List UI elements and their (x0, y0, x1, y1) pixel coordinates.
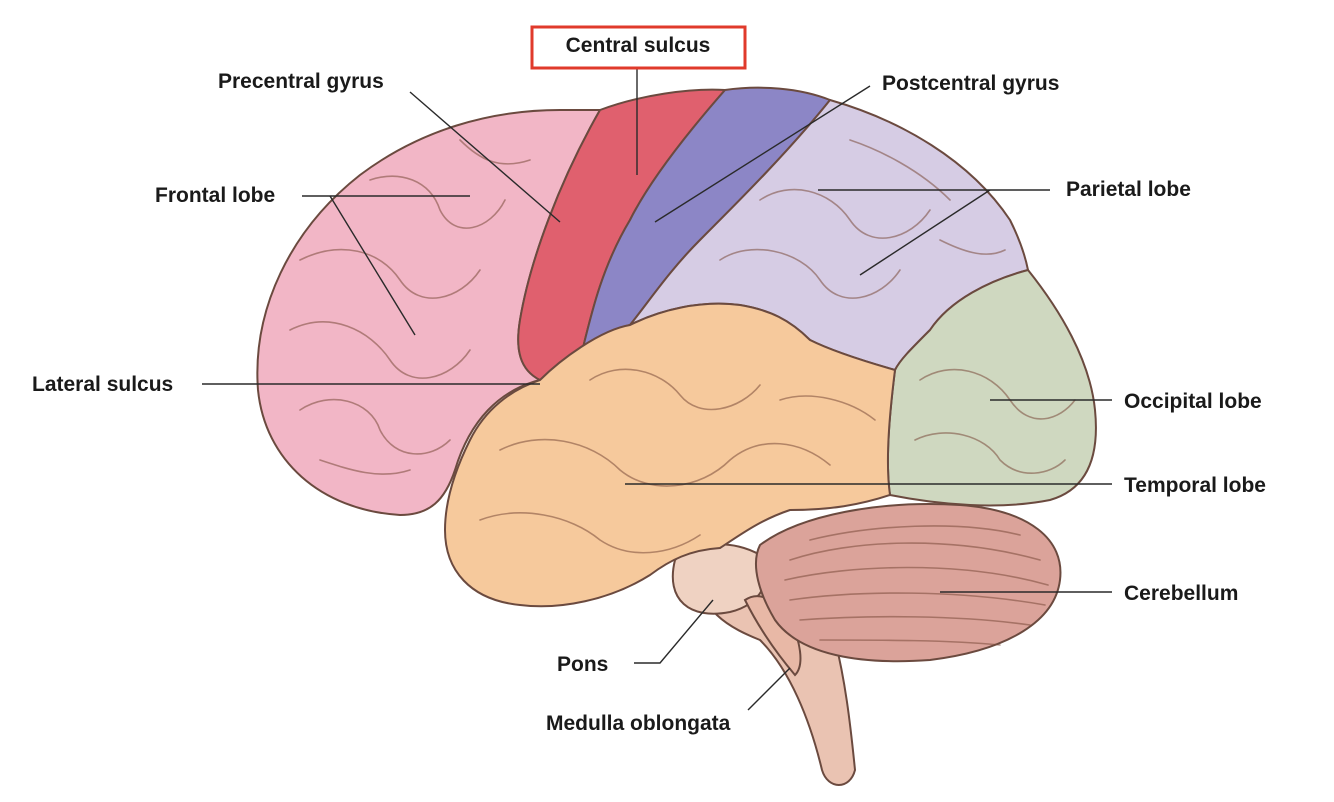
label-cerebellum: Cerebellum (1124, 582, 1238, 605)
label-parietal-lobe: Parietal lobe (1066, 178, 1191, 201)
temporal-lobe-region (443, 302, 897, 608)
leader-parietal-lobe-b (859, 189, 991, 276)
cerebellum-folia (784, 525, 1049, 646)
leader-postcentral-gyrus (654, 85, 871, 223)
label-temporal-lobe: Temporal lobe (1124, 474, 1266, 497)
label-lateral-sulcus: Lateral sulcus (32, 373, 173, 396)
label-medulla-oblongata: Medulla oblongata (546, 712, 731, 735)
temporal-gyri-lines (479, 368, 876, 554)
occipital-lobe-region (886, 268, 1097, 507)
leader-medulla-oblongata (747, 667, 791, 711)
label-pons: Pons (557, 653, 608, 676)
label-occipital-lobe: Occipital lobe (1124, 390, 1262, 413)
cerebellum-region (754, 503, 1062, 663)
parietal-gyri-lines (719, 139, 1006, 299)
label-frontal-lobe: Frontal lobe (155, 184, 275, 207)
label-central-sulcus: Central sulcus (566, 34, 711, 57)
central-sulcus-highlight-box (530, 25, 747, 70)
leader-frontal-lobe-b (329, 195, 416, 336)
leader-pons (634, 599, 714, 664)
frontal-gyri-lines (289, 139, 531, 475)
leader-precentral-gyrus (409, 91, 561, 223)
leader-lines (202, 68, 1112, 711)
label-postcentral-gyrus: Postcentral gyrus (882, 72, 1059, 95)
label-precentral-gyrus: Precentral gyrus (218, 70, 384, 93)
